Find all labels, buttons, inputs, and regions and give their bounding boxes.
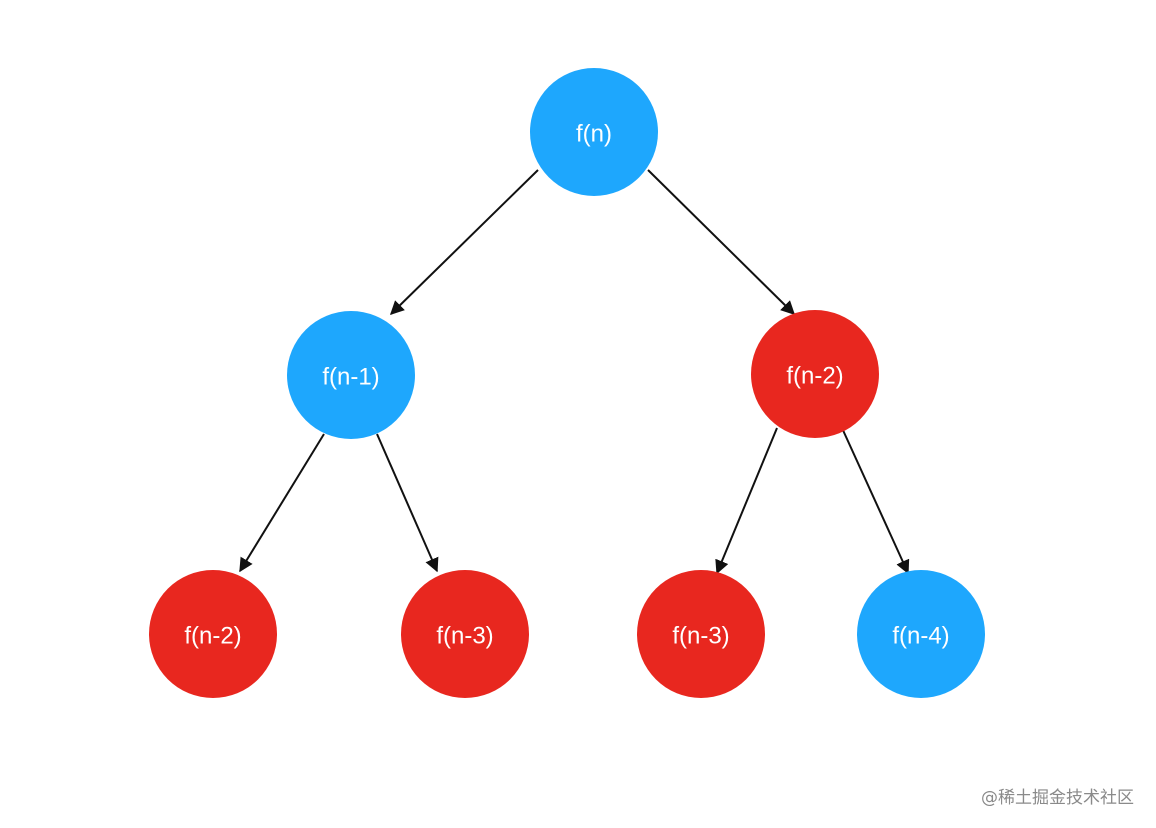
edge-right-to-right-right — [841, 427, 910, 575]
tree-node-root: f(n) — [530, 68, 658, 196]
edge-root-to-right — [647, 169, 795, 315]
node-label: f(n-2) — [786, 363, 843, 390]
node-label: f(n-1) — [322, 364, 379, 391]
edge-left-to-left-right — [376, 433, 439, 573]
edge-left-to-left-left — [239, 433, 325, 573]
node-circle — [287, 311, 415, 439]
node-circle — [401, 570, 529, 698]
node-circle — [857, 570, 985, 698]
node-label: f(n-2) — [184, 623, 241, 650]
node-label: f(n-3) — [672, 623, 729, 650]
edges — [239, 169, 910, 575]
edge-right-to-right-left — [715, 427, 778, 575]
tree-node-left-left: f(n-2) — [149, 570, 277, 698]
edge-root-to-left — [389, 169, 539, 315]
node-circle — [530, 68, 658, 196]
watermark-label: @稀土掘金技术社区 — [981, 788, 1134, 808]
node-label: f(n-4) — [892, 623, 949, 650]
tree-node-left: f(n-1) — [287, 311, 415, 439]
tree-node-right-left: f(n-3) — [637, 570, 765, 698]
node-label: f(n) — [576, 121, 612, 148]
tree-node-right-right: f(n-4) — [857, 570, 985, 698]
node-circle — [751, 310, 879, 438]
tree-node-left-right: f(n-3) — [401, 570, 529, 698]
tree-node-right: f(n-2) — [751, 310, 879, 438]
node-circle — [637, 570, 765, 698]
node-circle — [149, 570, 277, 698]
node-label: f(n-3) — [436, 623, 493, 650]
